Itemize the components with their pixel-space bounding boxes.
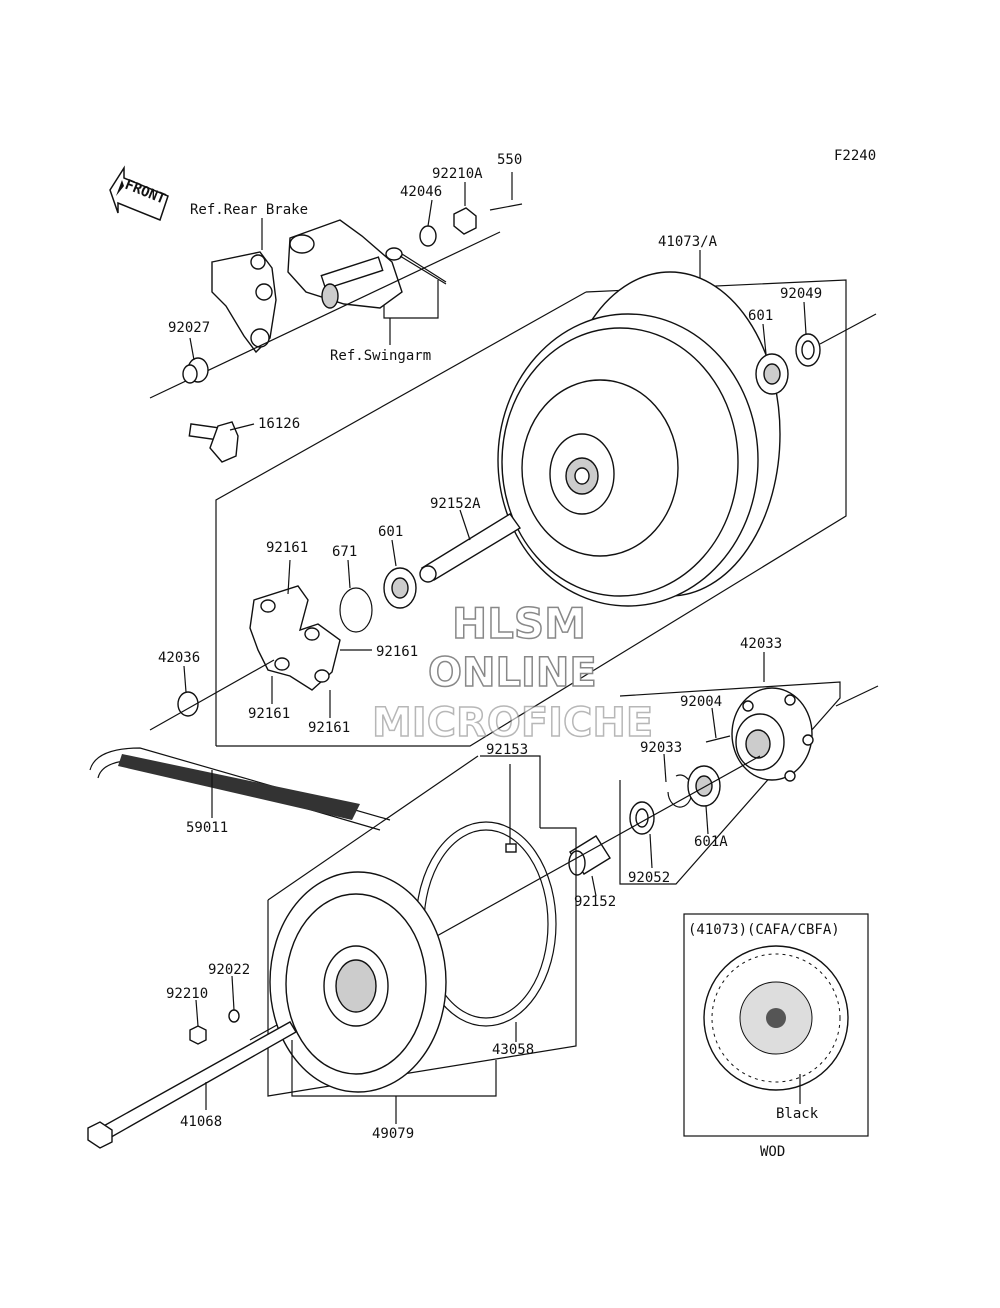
spacer-92152A xyxy=(419,513,522,583)
nut-92210a xyxy=(453,207,477,235)
circlip-92033 xyxy=(667,774,693,808)
part-601-mid: 601 xyxy=(378,524,403,540)
sprocket-hub-42033 xyxy=(731,687,814,782)
part-42046: 42046 xyxy=(400,184,442,200)
part-92153: 92153 xyxy=(486,742,528,758)
part-43058: 43058 xyxy=(492,1042,534,1058)
part-41073A: 41073/A xyxy=(658,234,718,250)
spacer-92152 xyxy=(568,835,611,876)
washer-42046 xyxy=(419,225,437,247)
drive-belt-59011 xyxy=(89,747,391,831)
rear-wheel-rim xyxy=(497,271,781,607)
part-92049: 92049 xyxy=(780,286,822,302)
part-550: 550 xyxy=(497,152,522,168)
variant-inset-box xyxy=(683,913,869,1137)
air-valve-16126 xyxy=(188,421,239,463)
part-92210A: 92210A xyxy=(432,166,483,182)
washer-92022 xyxy=(228,1009,240,1023)
inset-title: (41073)(CAFA/CBFA) xyxy=(688,922,840,938)
part-49079: 49079 xyxy=(372,1126,414,1142)
axle-41068 xyxy=(87,1021,297,1149)
watermark-line1: HLSM xyxy=(452,599,586,648)
watermark-line3: MICROFICHE xyxy=(372,700,653,746)
part-92027: 92027 xyxy=(168,320,210,336)
part-59011: 59011 xyxy=(186,820,228,836)
part-92161-c: 92161 xyxy=(248,706,290,722)
part-92210: 92210 xyxy=(166,986,208,1002)
color-label-black: Black xyxy=(776,1106,819,1122)
black-wheel-variant xyxy=(703,945,849,1091)
part-92052: 92052 xyxy=(628,870,670,886)
part-92161-d: 92161 xyxy=(308,720,350,736)
part-671: 671 xyxy=(332,544,357,560)
bolt-92153 xyxy=(505,843,517,853)
figure-code: F2240 xyxy=(834,148,876,164)
rubber-damper-92161 xyxy=(249,585,341,691)
part-92161-b: 92161 xyxy=(376,644,418,660)
part-42033: 42033 xyxy=(740,636,782,652)
sprocket-49079 xyxy=(269,871,447,1093)
part-601-top: 601 xyxy=(748,308,773,324)
o-ring-671 xyxy=(339,587,373,633)
part-92161-a: 92161 xyxy=(266,540,308,556)
inset-caption: WOD xyxy=(760,1144,785,1160)
part-42036: 42036 xyxy=(158,650,200,666)
part-92022: 92022 xyxy=(208,962,250,978)
ref-rear-brake-label: Ref.Rear Brake xyxy=(190,202,308,218)
collar-42036 xyxy=(177,691,199,717)
watermark-line2: ONLINE xyxy=(428,650,597,696)
part-92033: 92033 xyxy=(640,740,682,756)
front-arrow-icon xyxy=(109,165,169,221)
part-601A: 601A xyxy=(694,834,728,850)
brake-bracket xyxy=(211,219,403,354)
part-92004: 92004 xyxy=(680,694,722,710)
stud-92004 xyxy=(705,735,731,743)
part-41068: 41068 xyxy=(180,1114,222,1130)
part-92152A: 92152A xyxy=(430,496,481,512)
nut-92210 xyxy=(189,1025,207,1045)
part-16126: 16126 xyxy=(258,416,300,432)
cotter-pin xyxy=(489,203,523,211)
ref-swingarm-label: Ref.Swingarm xyxy=(330,348,431,364)
part-92152: 92152 xyxy=(574,894,616,910)
